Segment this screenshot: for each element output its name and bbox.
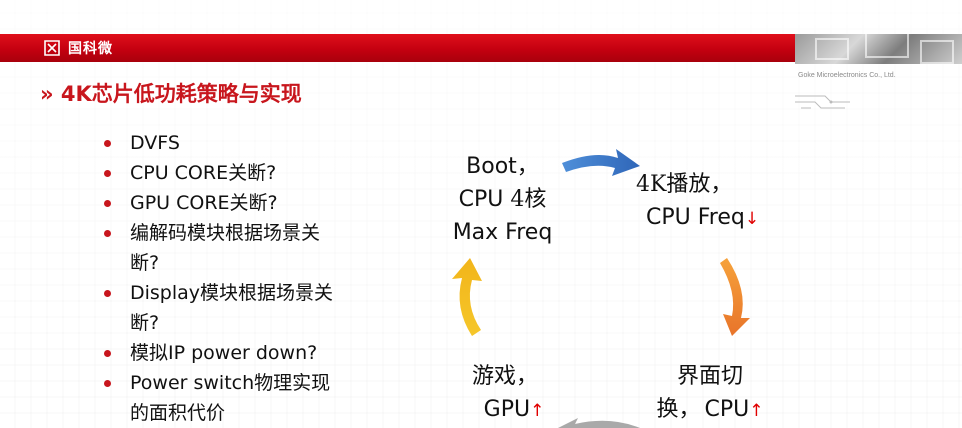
company-logo: 国科微 <box>42 38 113 58</box>
list-item: 模拟IP power down? <box>104 338 354 368</box>
bullet-dot-icon <box>104 170 111 177</box>
bullet-dot-icon <box>104 230 111 237</box>
circuit-decoration-icon <box>795 95 850 109</box>
bullet-dot-icon <box>104 380 111 387</box>
company-name: Goke Microelectronics Co., Ltd. <box>798 72 896 79</box>
list-item: CPU CORE关断? <box>104 158 354 188</box>
bullet-dot-icon <box>104 200 111 207</box>
freq-down-arrow-icon: ↓ <box>744 209 760 229</box>
cpu-up-arrow-icon: ↑ <box>749 401 764 421</box>
page-title: » 4K芯片低功耗策略与实现 <box>40 82 302 106</box>
list-item: 编解码模块根据场景关断? <box>104 218 354 278</box>
cycle-node-ui-switch: 界面切 换，CPU↑ <box>656 364 764 422</box>
bullet-dot-icon <box>104 350 111 357</box>
list-item: DVFS <box>104 128 354 158</box>
arrow-right-icon <box>720 258 750 336</box>
list-item: Power switch物理实现的面积代价 <box>104 368 354 428</box>
list-item: Display模块根据场景关断? <box>104 278 354 338</box>
logo-mark-icon <box>44 40 60 56</box>
list-item: GPU CORE关断? <box>104 188 354 218</box>
bullet-dot-icon <box>104 290 111 297</box>
logo-text: 国科微 <box>68 41 113 57</box>
arrow-left-icon <box>452 258 482 336</box>
cycle-node-4k-play: 4K播放， CPU Freq↓ <box>636 172 760 230</box>
cycle-node-game: 游戏， GPU↑ <box>471 364 545 422</box>
arrow-top-icon <box>562 149 640 176</box>
gpu-up-arrow-icon: ↑ <box>530 401 545 421</box>
header-bar <box>0 34 800 62</box>
header-chip-photo <box>795 30 962 64</box>
bullet-dot-icon <box>104 140 111 147</box>
bullet-list: DVFS CPU CORE关断? GPU CORE关断? 编解码模块根据场景关断… <box>104 128 354 428</box>
arrow-bottom-icon <box>558 418 640 428</box>
cycle-node-boot: Boot， CPU 4核 Max Freq <box>452 154 553 245</box>
